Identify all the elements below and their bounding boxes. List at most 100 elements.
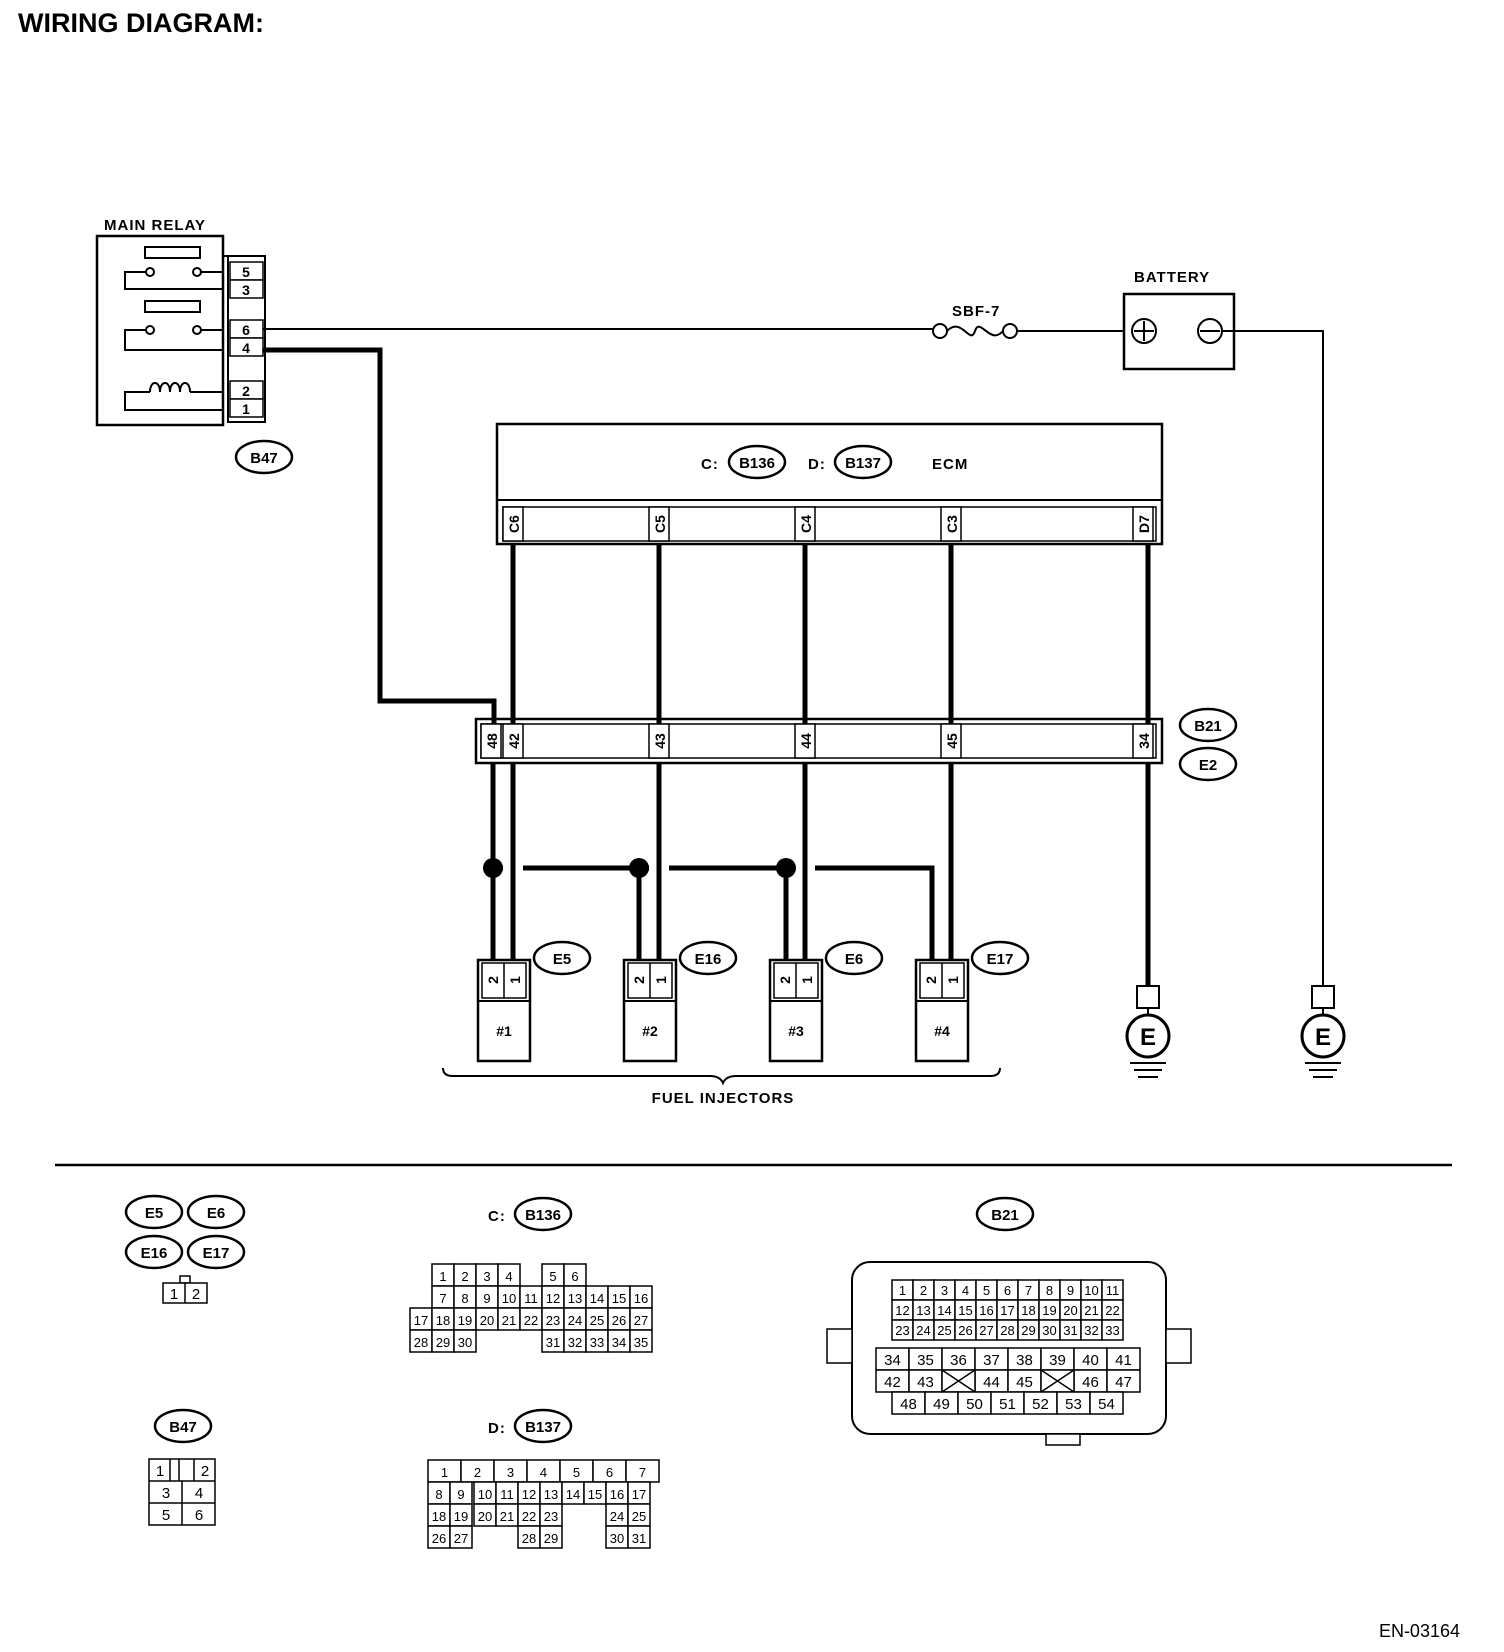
svg-text:1: 1 — [441, 1465, 448, 1480]
connector-cavity: 15 — [583, 1481, 607, 1505]
svg-text:7: 7 — [439, 1291, 446, 1306]
svg-text:B47: B47 — [169, 1419, 197, 1436]
svg-text:22: 22 — [1105, 1303, 1119, 1318]
svg-text:35: 35 — [917, 1352, 934, 1369]
connector-cavity: 1 — [431, 1263, 455, 1287]
svg-text:3: 3 — [162, 1485, 170, 1502]
main-relay: MAIN RELAY 5 3 6 4 2 1 — [95, 217, 266, 427]
ground-1: E — [1125, 985, 1171, 1078]
svg-text:51: 51 — [999, 1396, 1016, 1413]
svg-text:E5: E5 — [145, 1205, 163, 1222]
battery: BATTERY — [1122, 269, 1236, 371]
svg-text:26: 26 — [612, 1313, 626, 1328]
connector-cavity: 24 — [605, 1503, 629, 1527]
connector-cavity: 27 — [629, 1307, 653, 1331]
connector-cavity: 32 — [563, 1329, 587, 1353]
svg-text:13: 13 — [916, 1303, 930, 1318]
svg-text:50: 50 — [966, 1396, 983, 1413]
connector-cavity: 40 — [1073, 1347, 1108, 1371]
connector-cavity: 33 — [585, 1329, 609, 1353]
connector-cavity: 17 — [627, 1481, 651, 1505]
svg-text:25: 25 — [632, 1509, 646, 1524]
svg-text:40: 40 — [1082, 1352, 1099, 1369]
svg-text:1: 1 — [653, 976, 669, 984]
connector-cavity: 22 — [1101, 1299, 1124, 1321]
svg-text:7: 7 — [639, 1465, 646, 1480]
svg-text:E17: E17 — [203, 1245, 230, 1262]
svg-text:B21: B21 — [1194, 718, 1222, 735]
svg-text:22: 22 — [522, 1509, 536, 1524]
connector-cavity: 19 — [449, 1503, 473, 1527]
relay-pin: 1 — [242, 401, 250, 417]
svg-text:C:: C: — [488, 1208, 506, 1225]
svg-text:2: 2 — [923, 976, 939, 984]
ground-2: E — [1300, 985, 1346, 1078]
connector-cavity: 48 — [891, 1391, 926, 1415]
svg-text:27: 27 — [634, 1313, 648, 1328]
svg-text:6: 6 — [571, 1269, 578, 1284]
svg-text:12: 12 — [546, 1291, 560, 1306]
relay-pin: 2 — [242, 383, 250, 399]
svg-text:1: 1 — [945, 976, 961, 984]
connector-cavity: 7 — [1017, 1279, 1040, 1301]
connector-cavity: 11 — [495, 1481, 519, 1505]
connector-cavity: 18 — [427, 1503, 451, 1527]
connector-cavity: 10 — [473, 1481, 497, 1505]
connector-cavity: 28 — [517, 1525, 541, 1549]
svg-text:46: 46 — [1082, 1374, 1099, 1391]
connector-cavity: 20 — [475, 1307, 499, 1331]
connector-cavity: 25 — [933, 1319, 956, 1341]
svg-text:16: 16 — [979, 1303, 993, 1318]
connector-cavity: 24 — [563, 1307, 587, 1331]
svg-text:20: 20 — [480, 1313, 494, 1328]
connector-cavity: 21 — [495, 1503, 519, 1527]
svg-text:12: 12 — [895, 1303, 909, 1318]
svg-text:D:: D: — [488, 1420, 506, 1437]
connector-cavity: 16 — [629, 1285, 653, 1309]
svg-text:B137: B137 — [845, 455, 881, 472]
connector-cavity: 12 — [541, 1285, 565, 1309]
svg-text:11: 11 — [500, 1487, 514, 1502]
svg-text:49: 49 — [933, 1396, 950, 1413]
injector-label: #4 — [934, 1023, 950, 1039]
diagram-title: WIRING DIAGRAM: — [18, 8, 264, 38]
connector-cavity: 45 — [1007, 1369, 1042, 1393]
connector-cavity: 3 — [933, 1279, 956, 1301]
wire-injector-circuits — [263, 347, 1151, 986]
ecm-pin: C4 — [798, 515, 814, 533]
svg-text:26: 26 — [432, 1531, 446, 1546]
svg-text:17: 17 — [1000, 1303, 1014, 1318]
svg-text:27: 27 — [979, 1323, 993, 1338]
connector-cavity: 13 — [539, 1481, 563, 1505]
svg-text:10: 10 — [478, 1487, 492, 1502]
connector-cavity: 23 — [539, 1503, 563, 1527]
svg-text:27: 27 — [454, 1531, 468, 1546]
connector-cavity: 22 — [519, 1307, 543, 1331]
svg-text:1: 1 — [899, 1283, 906, 1298]
svg-text:10: 10 — [1084, 1283, 1098, 1298]
connector-cavity: 36 — [941, 1347, 976, 1371]
svg-text:24: 24 — [568, 1313, 582, 1328]
connector-cavity: 27 — [449, 1525, 473, 1549]
main-relay-label: MAIN RELAY — [104, 217, 206, 234]
connector-cavity: 26 — [607, 1307, 631, 1331]
connector-cavity: 50 — [957, 1391, 992, 1415]
connector-cavity: 21 — [1080, 1299, 1103, 1321]
connector-cavity: 35 — [908, 1347, 943, 1371]
connector-cavity: 31 — [541, 1329, 565, 1353]
connector-cavity: 16 — [975, 1299, 998, 1321]
svg-text:9: 9 — [1067, 1283, 1074, 1298]
svg-text:1: 1 — [156, 1463, 164, 1480]
svg-text:28: 28 — [414, 1335, 428, 1350]
svg-text:B137: B137 — [525, 1419, 561, 1436]
ecm-pin: D7 — [1136, 515, 1152, 533]
svg-text:B136: B136 — [525, 1207, 561, 1224]
connector-cavity: 9 — [1059, 1279, 1082, 1301]
connector-cavity: 23 — [891, 1319, 914, 1341]
svg-text:25: 25 — [590, 1313, 604, 1328]
connector-cavity: 12 — [517, 1481, 541, 1505]
svg-text:8: 8 — [1046, 1283, 1053, 1298]
svg-text:11: 11 — [524, 1291, 538, 1306]
connector-tag-e6: E6 — [845, 951, 863, 968]
